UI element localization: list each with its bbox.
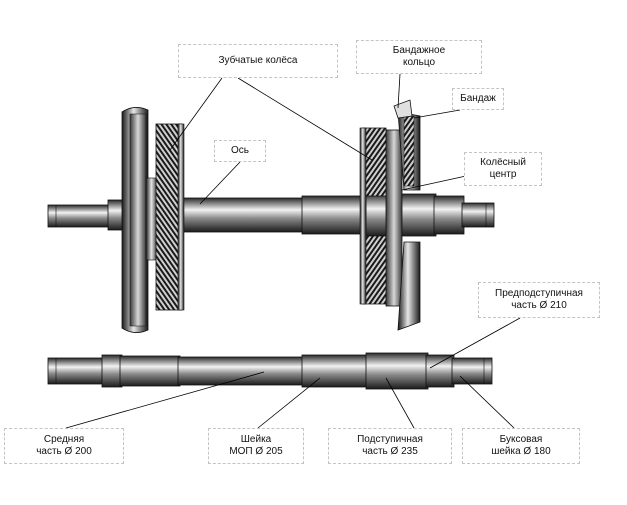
label-mop-line2: МОП Ø 205 bbox=[229, 446, 283, 457]
label-pre-hub: Предподступичная часть Ø 210 bbox=[478, 282, 600, 318]
leader-pre-hub bbox=[429, 317, 521, 369]
label-tire: Бандаж bbox=[452, 88, 504, 110]
right-wheel bbox=[385, 99, 421, 331]
label-axle-text: Ось bbox=[231, 145, 249, 156]
label-wheel-center: Колёсный центр bbox=[464, 152, 542, 186]
left-gear-wheel bbox=[155, 123, 185, 311]
leader-journal bbox=[459, 375, 515, 429]
leader-gears-left bbox=[169, 77, 223, 151]
label-journal: Буксовая шейка Ø 180 bbox=[462, 428, 580, 464]
axle-top bbox=[47, 193, 495, 237]
assembled-wheelset bbox=[47, 99, 495, 333]
label-wheel-center-line2: центр bbox=[489, 169, 517, 180]
label-tire-text: Бандаж bbox=[460, 93, 496, 104]
bare-axle bbox=[47, 352, 493, 390]
leader-axle bbox=[199, 161, 241, 205]
label-tire-ring-line2: кольцо bbox=[402, 57, 436, 68]
leader-mop bbox=[257, 377, 321, 429]
leader-tire bbox=[413, 109, 461, 119]
label-gears-text: Зубчатые колёса bbox=[218, 55, 298, 66]
label-hub-line1: Подступичная bbox=[357, 434, 423, 445]
label-mop-line1: Шейка bbox=[240, 434, 272, 445]
leader-lines bbox=[65, 73, 521, 429]
label-middle-line2: часть Ø 200 bbox=[36, 446, 92, 457]
label-tire-ring: Бандажное кольцо bbox=[356, 40, 482, 74]
leader-gears-right bbox=[237, 77, 373, 161]
label-middle-line1: Средняя bbox=[43, 434, 85, 445]
label-pre-hub-line2: часть Ø 210 bbox=[511, 300, 567, 311]
label-wheel-center-line1: Колёсный bbox=[480, 157, 526, 168]
label-hub: Подступичная часть Ø 235 bbox=[328, 428, 452, 464]
label-tire-ring-line1: Бандажное bbox=[392, 45, 446, 56]
left-wheel bbox=[121, 107, 159, 333]
label-gears: Зубчатые колёса bbox=[178, 44, 338, 78]
leader-middle bbox=[65, 371, 265, 429]
label-middle: Средняя часть Ø 200 bbox=[4, 428, 124, 464]
leader-wheel-center bbox=[401, 175, 467, 191]
leader-hub bbox=[385, 377, 415, 429]
leader-tire-ring bbox=[397, 73, 401, 109]
label-mop: Шейка МОП Ø 205 bbox=[208, 428, 304, 464]
label-axle: Ось bbox=[214, 140, 266, 162]
right-gear-wheel bbox=[359, 127, 389, 305]
label-journal-line2: шейка Ø 180 bbox=[491, 446, 551, 457]
label-journal-line1: Буксовая bbox=[499, 434, 543, 445]
label-pre-hub-line1: Предподступичная bbox=[495, 288, 583, 299]
label-hub-line2: часть Ø 235 bbox=[362, 446, 418, 457]
